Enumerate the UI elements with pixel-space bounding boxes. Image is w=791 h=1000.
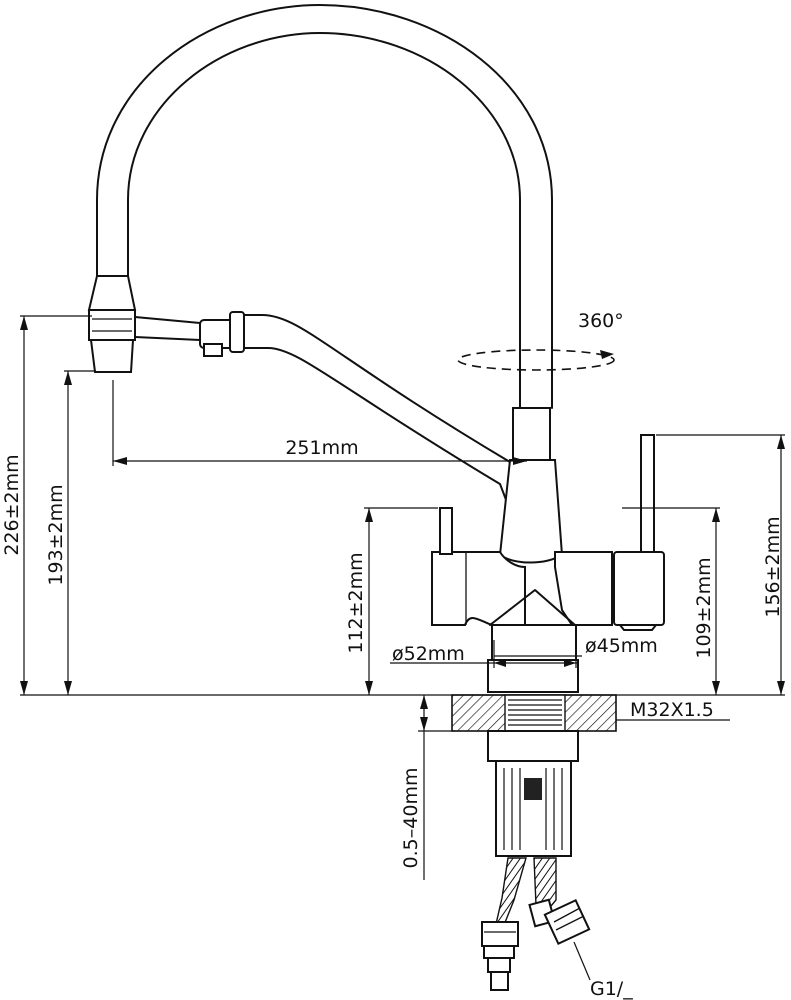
rotation-label: 360° [578,310,624,332]
connection-label: G1/_ [590,978,633,1000]
deck-thickness-label: 0.5–40mm [400,768,422,869]
thread-label: M32X1.5 [630,699,714,721]
body-diameter-label: ø52mm [392,643,465,665]
mounting-assembly [481,730,591,991]
faucet-body [431,407,665,693]
spout-height-label: 193±2mm [45,484,67,585]
dimension-right-handle-height: 109±2mm [693,508,720,695]
dimension-connection: G1/_ [573,941,633,1000]
reach-label: 251mm [285,437,358,459]
reference-lines [20,315,785,732]
base-diameter-label: ø45mm [585,635,658,657]
dimension-spout-height: 193±2mm [45,371,72,695]
left-handle-height-label: 112±2mm [345,552,367,653]
dimension-reach: 251mm [113,437,527,465]
deck-section [451,694,617,732]
dimension-total-height: 226±2mm [1,316,28,695]
dimension-left-handle-height: 112±2mm [345,508,373,695]
filter-spout [134,311,511,506]
dimension-filter-handle-height: 156±2mm [762,435,785,695]
gooseneck-spout [87,4,553,409]
rotation-indicator: 360° [457,310,624,371]
total-height-label: 226±2mm [1,454,23,555]
filter-handle-height-label: 156±2mm [762,516,784,617]
right-handle-height-label: 109±2mm [693,557,715,658]
dimension-deck-thickness: 0.5–40mm [400,695,428,880]
dimension-diameters: ø52mm ø45mm [390,635,658,667]
dimension-thread: M32X1.5 [630,699,714,721]
